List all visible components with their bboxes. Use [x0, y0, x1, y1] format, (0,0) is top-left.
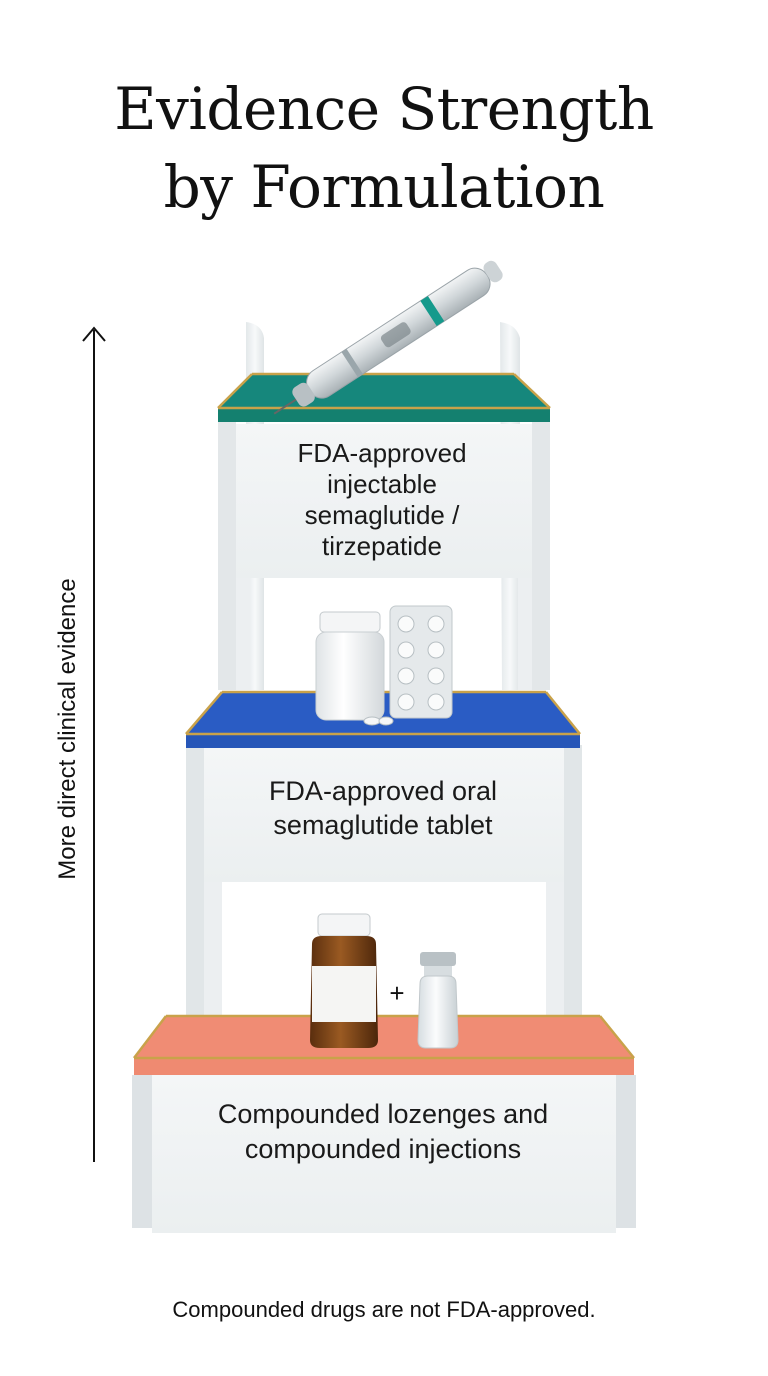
amber-bottle-and-vial-icon: + — [310, 913, 459, 1049]
tier-top-label: FDA-approved injectable semaglutide / ti… — [297, 438, 467, 561]
tier-top — [217, 372, 551, 578]
plus-sign: + — [389, 978, 404, 1008]
tier-top-platform — [218, 374, 550, 408]
footnote: Compounded drugs are not FDA-approved. — [172, 1297, 596, 1322]
tier-middle-label: FDA-approved oral semaglutide tablet — [268, 776, 498, 840]
tier-bottom-label: Compounded lozenges and compounded injec… — [217, 1099, 549, 1164]
axis-label: More direct clinical evidence — [54, 578, 81, 880]
axis-arrow — [82, 326, 106, 1162]
pill-bottle-and-blister-pack-icon — [315, 605, 453, 726]
staircase-frame — [132, 322, 636, 1228]
injection-pen-icon — [273, 260, 503, 415]
tier-bottom — [133, 1014, 635, 1233]
chart-title: Evidence Strength by Formulation — [114, 75, 654, 221]
tier-bottom-platform — [134, 1016, 634, 1058]
